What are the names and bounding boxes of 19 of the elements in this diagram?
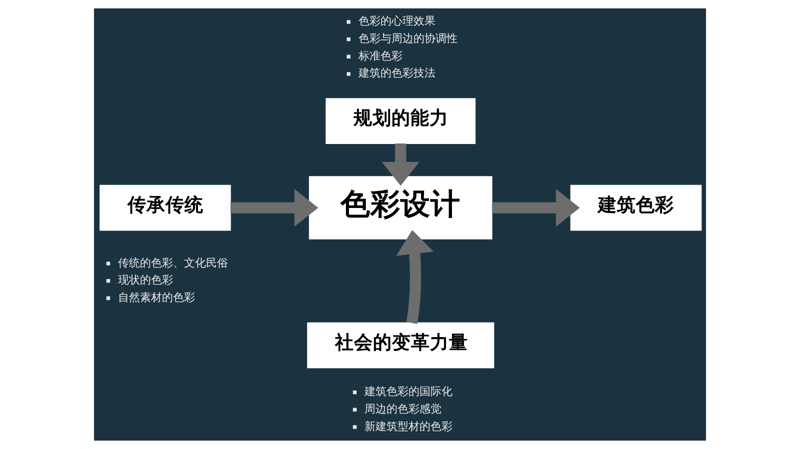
- arrow: [396, 230, 434, 324]
- arrow: [230, 188, 318, 227]
- arrow: [492, 188, 580, 227]
- node-label: 周边的色彩感觉: [364, 402, 442, 416]
- node-label: 色彩与周边的协调性: [358, 32, 458, 46]
- node-label: 传统的色彩、文化民俗: [118, 256, 228, 270]
- node-box: 建筑色彩: [570, 184, 702, 231]
- arrow: [382, 144, 420, 186]
- node-box: 规划的能力: [326, 98, 476, 144]
- node-label: 建筑色彩的国际化: [364, 385, 453, 398]
- node-box: 传承传统: [100, 184, 231, 231]
- node-label: 新建筑型材的色彩: [364, 420, 453, 433]
- node-box: 社会的变革力量: [307, 322, 494, 368]
- node-box: 色彩设计: [308, 176, 492, 240]
- node-label: 标准色彩: [358, 49, 402, 62]
- node-label: 自然素材的色彩: [118, 290, 196, 304]
- node-label: 色彩的心理效果: [358, 14, 436, 28]
- node-label: 建筑的色彩技法: [358, 66, 436, 80]
- node-label: 现状的色彩: [118, 274, 174, 287]
